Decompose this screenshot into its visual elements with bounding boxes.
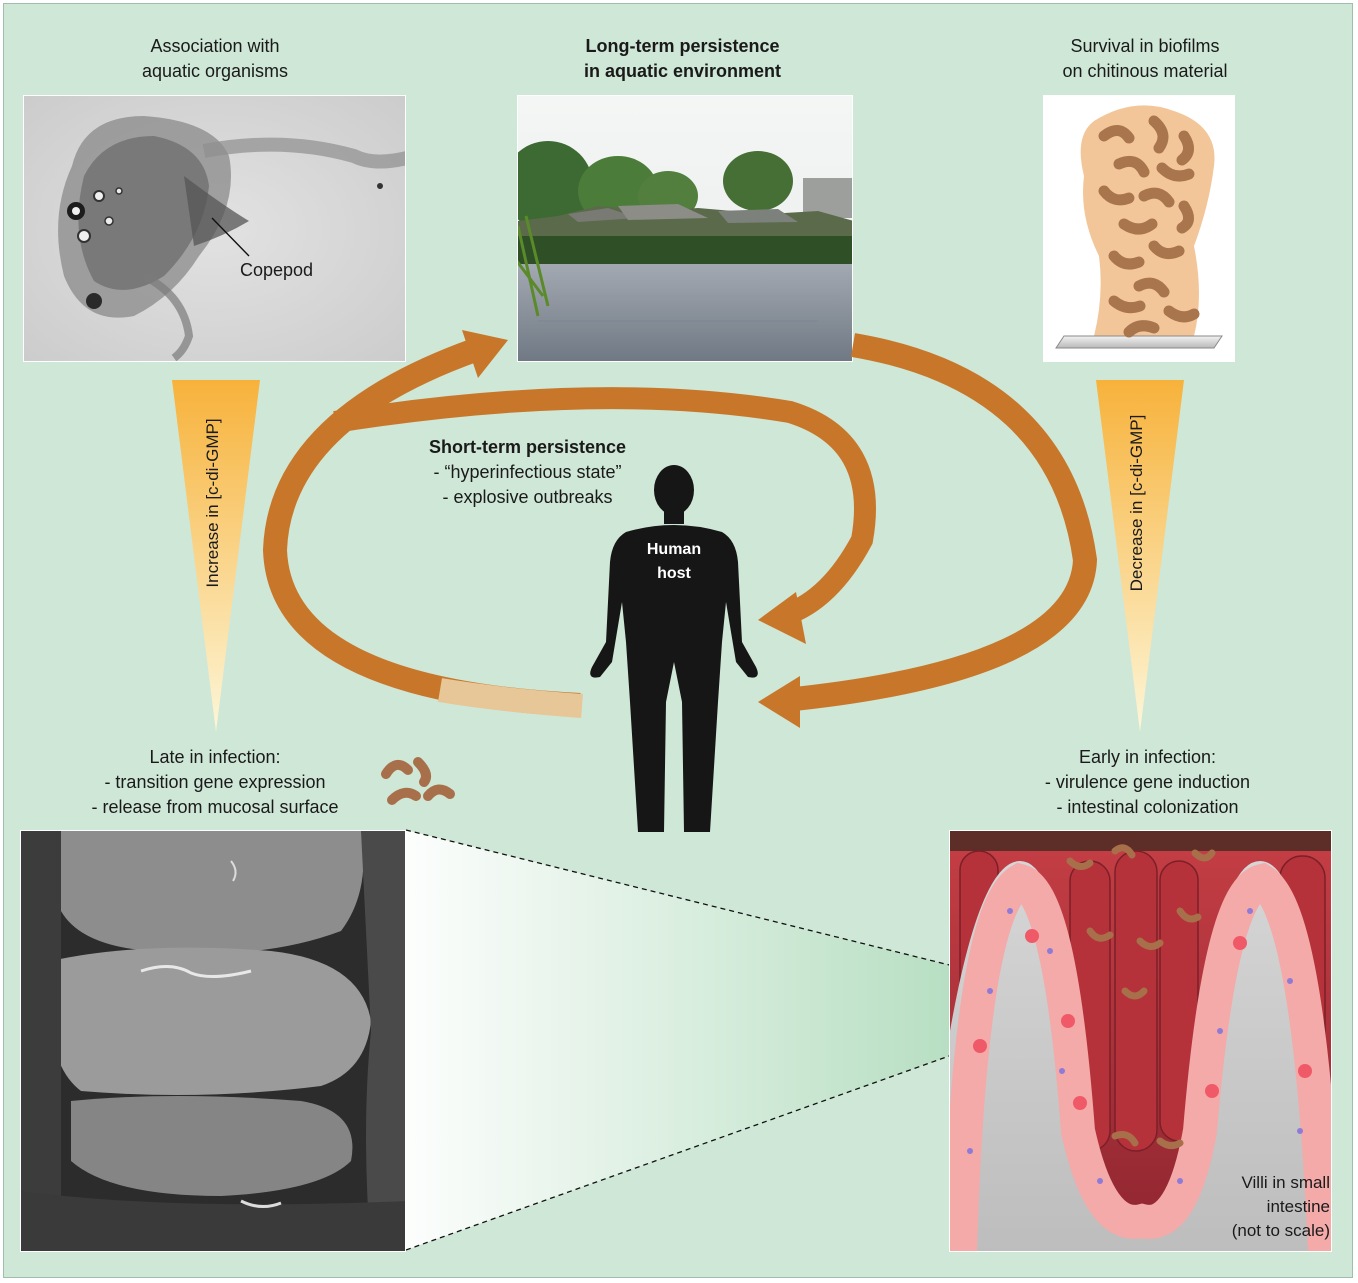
sem-micrograph [20, 830, 406, 1252]
villi-caption-line-2: intestine [1205, 1195, 1330, 1219]
villi-caption-line-3: (not to scale) [1205, 1219, 1330, 1243]
villi-caption-line-1: Villi in small [1205, 1171, 1330, 1195]
villi-illustration: Villi in small intestine (not to scale) [949, 830, 1332, 1252]
villi-caption: Villi in small intestine (not to scale) [1205, 1171, 1330, 1243]
